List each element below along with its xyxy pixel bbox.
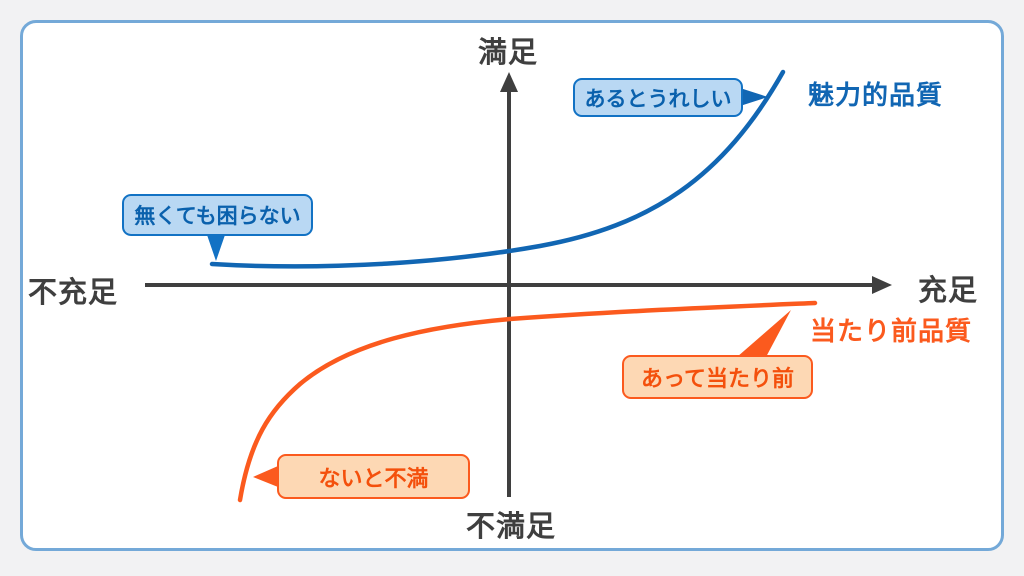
callout-text-mustbe-high: あって当たり前 (641, 367, 794, 392)
callout-bubble-mustbe-low: ないと不満 (277, 454, 470, 499)
callout-bubble-attractive-low: 無くても困らない (122, 194, 313, 236)
callout-bubble-mustbe-high: あって当たり前 (622, 355, 813, 399)
callout-bubble-attractive-high: あるとうれしい (573, 78, 743, 117)
axis-label-sufficient: 充足 (918, 273, 979, 307)
axis-label-insufficient: 不充足 (28, 275, 119, 309)
axis-label-dissatisfied: 不満足 (466, 509, 557, 543)
callout-text-attractive-low: 無くても困らない (134, 204, 301, 228)
axis-label-satisfied: 満足 (478, 35, 539, 69)
callout-text-mustbe-low: ないと不満 (318, 466, 429, 492)
series-label-attractive-quality: 魅力的品質 (808, 81, 944, 111)
series-label-must-be-quality: 当たり前品質 (810, 317, 973, 347)
callout-text-attractive-high: あるとうれしい (584, 86, 732, 111)
